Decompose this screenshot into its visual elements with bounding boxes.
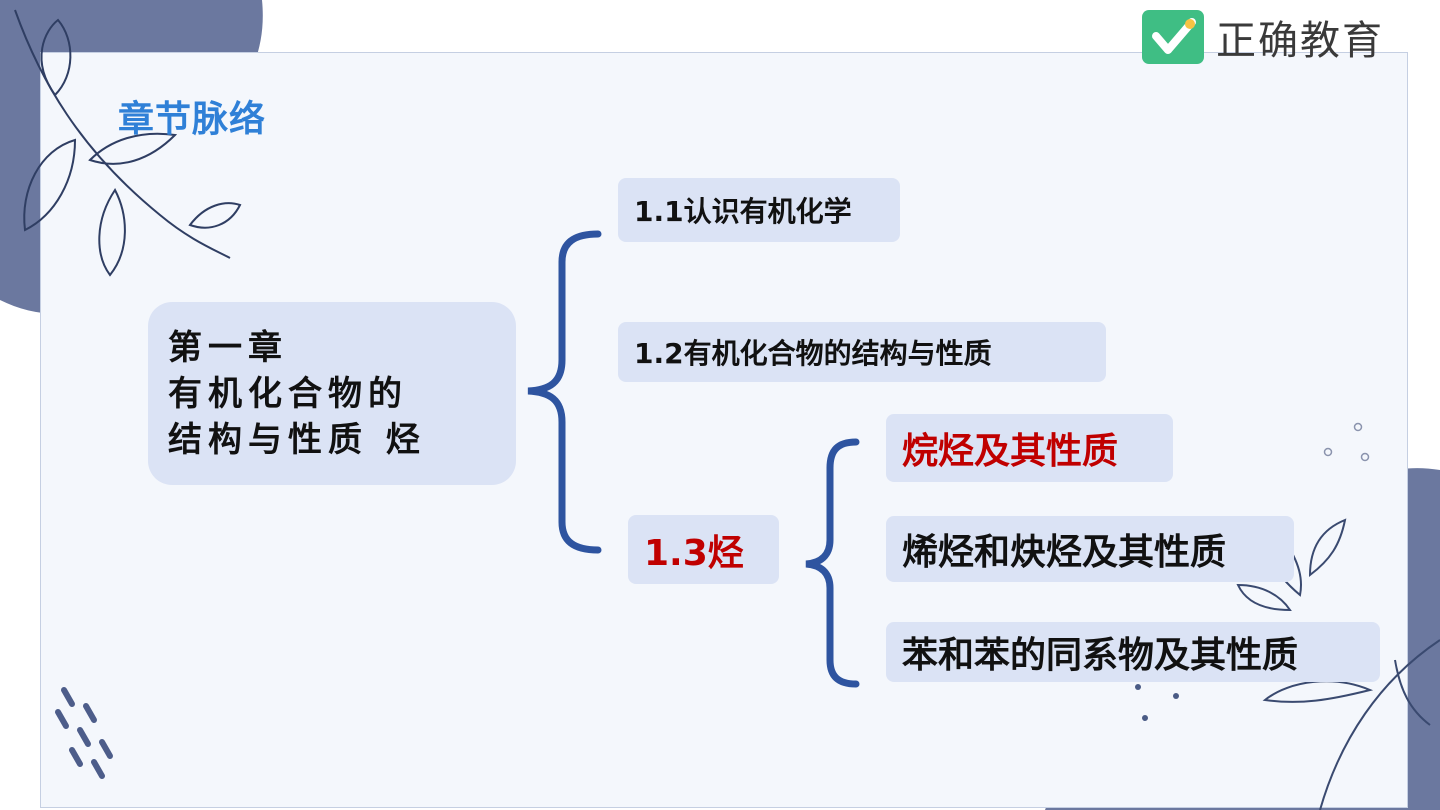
section-title: 章节脉络 [118, 99, 267, 140]
chapter-line-3: 结构与性质 烃 [168, 419, 426, 460]
leaf-branch-top-left [14, 9, 242, 277]
chapter-line-2: 有机化合物的 [168, 373, 408, 414]
brand-name: 正确教育 [1216, 17, 1384, 64]
chapter-line-1: 第一章 [168, 327, 288, 368]
dash-marks [55, 687, 113, 779]
subsection-alkenes-alkynes: 烯烃和炔烃及其性质 [886, 516, 1294, 582]
bracket-sub [805, 438, 860, 688]
subsection-alkanes: 烷烃及其性质 [886, 414, 1173, 482]
section-1-1: 1.1认识有机化学 [618, 178, 900, 242]
subsection-benzene: 苯和苯的同系物及其性质 [886, 622, 1380, 682]
checkmark-icon [1142, 9, 1204, 64]
dots-lower [1135, 684, 1179, 721]
section-1-2: 1.2有机化合物的结构与性质 [618, 322, 1106, 382]
chapter-box: 第一章 有机化合物的 结构与性质 烃 [148, 302, 516, 485]
dots-right [1323, 422, 1370, 462]
brand-logo: 正确教育 [1142, 9, 1384, 64]
section-1-3: 1.3烃 [628, 515, 779, 584]
bracket-main [527, 230, 602, 554]
